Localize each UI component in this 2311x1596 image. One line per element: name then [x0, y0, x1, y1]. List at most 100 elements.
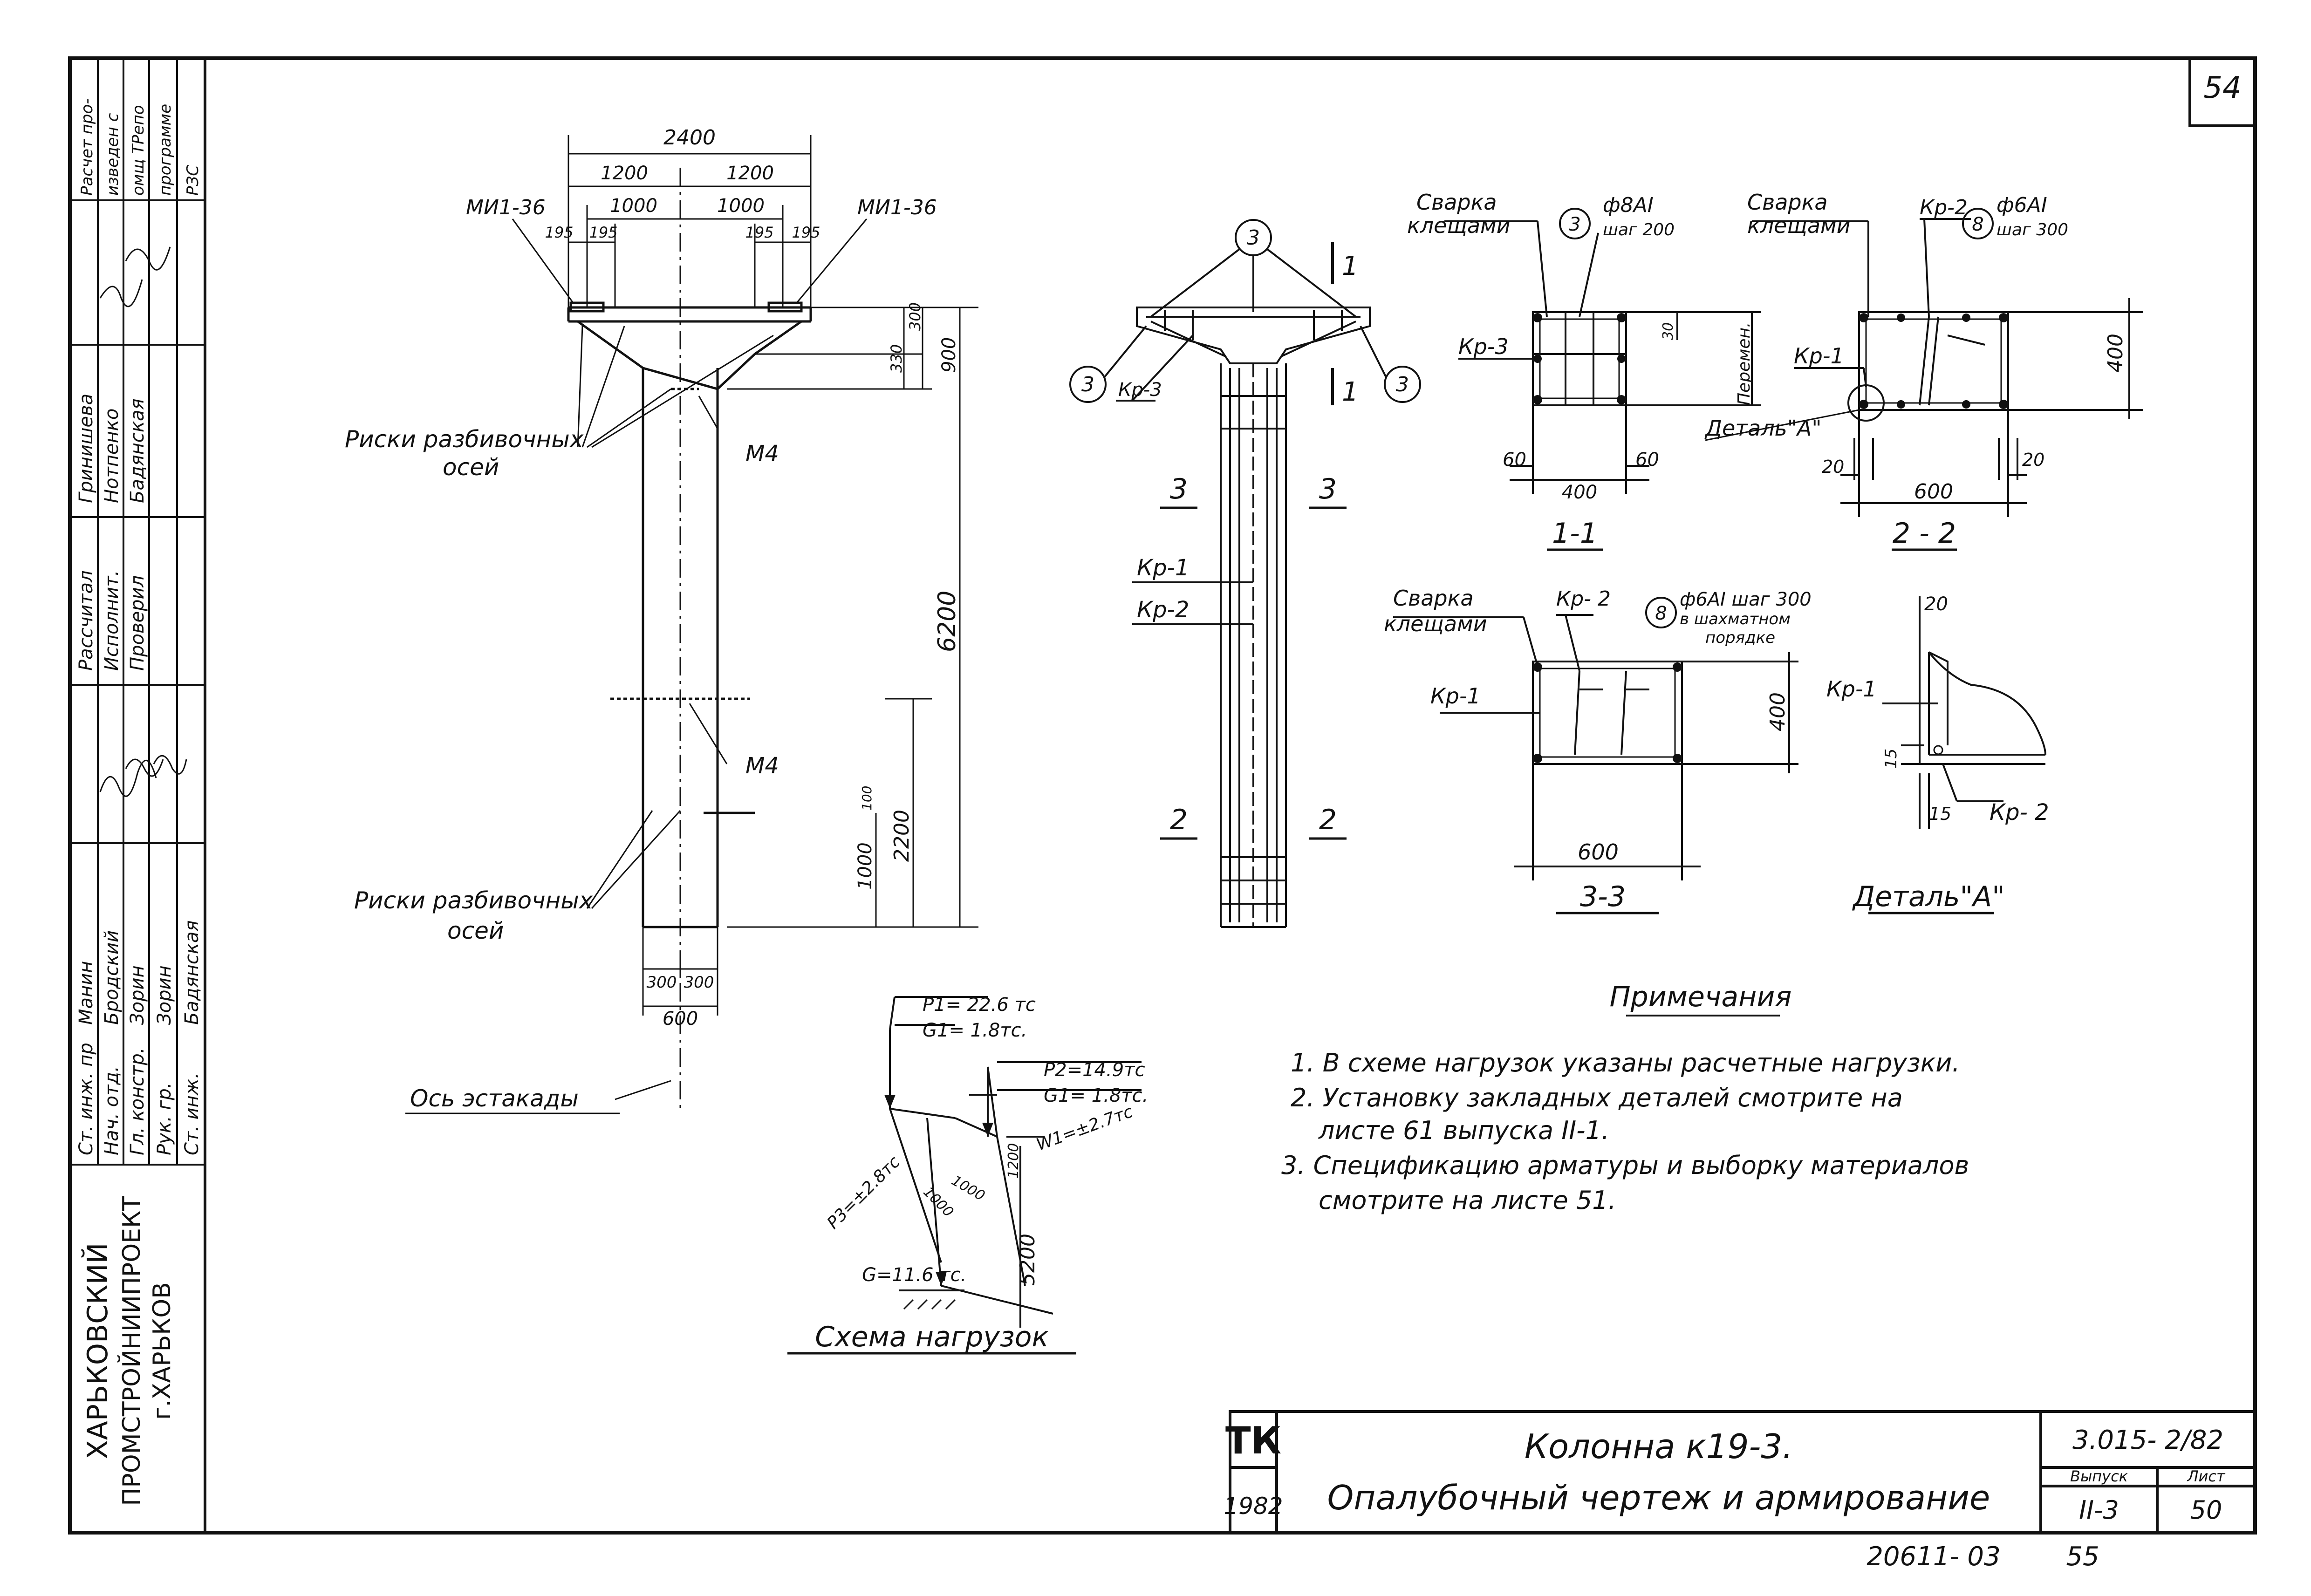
stamp-note-2: изведен с [103, 113, 122, 196]
ls-g1b: G1= 1.8тс. [1044, 1085, 1148, 1106]
ls-p2: P2=14.9тс [1044, 1059, 1145, 1081]
title-block [1229, 1410, 2256, 1534]
outer-frame [68, 56, 2257, 1535]
dim-195-b: 195 [589, 224, 617, 241]
dim-1000-v: 1000 [855, 842, 876, 890]
bottom-number: 20611- 03 [1867, 1541, 2000, 1572]
s22-dim-20r: 20 [2022, 450, 2044, 470]
elevation-outline [567, 301, 812, 928]
s11-weld: Сварка [1416, 190, 1497, 215]
s11-weld2: клещами [1407, 213, 1511, 238]
dim-900: 900 [938, 337, 960, 373]
stamp-role2-1: Рассчитал [75, 570, 97, 671]
s22-title: 2 - 2 [1893, 517, 1956, 550]
s11-dim-30: 30 [1660, 322, 1676, 340]
da-dim-20: 20 [1924, 593, 1948, 615]
load-arrows [884, 1095, 993, 1286]
load-hatch [903, 1299, 956, 1310]
stamp-name-2: Бродский [101, 930, 123, 1025]
ls-g1a: G1= 1.8тс. [923, 1020, 1027, 1041]
org-line2: ПРОМСТРОЙНИИПРОЕКТ [117, 1196, 146, 1506]
bottom-page: 55 [2066, 1541, 2099, 1572]
s22-dim-600: 600 [1914, 480, 1953, 504]
label-risk-2: Риски разбивочных [354, 887, 593, 914]
title-sheet-no: 50 [2190, 1495, 2222, 1525]
ls-title: Схема нагрузок [815, 1321, 1048, 1353]
rebar-view [1069, 219, 1421, 928]
s11-bar: ф8АI [1603, 193, 1654, 217]
dim-1200-right: 1200 [726, 163, 774, 184]
stamp-name-4: Зорин [154, 965, 175, 1025]
s11-var: Перемен. [1735, 322, 1754, 405]
section-1-top: 1 [1342, 251, 1359, 281]
dim-100: 100 [859, 786, 875, 811]
label-kr1: Кр-1 [1137, 555, 1189, 581]
section-3-right: 3 [1319, 473, 1337, 505]
note-2: 2. Установку закладных деталей смотрите … [1291, 1083, 1903, 1112]
dim-195-c: 195 [745, 224, 773, 241]
label-kr2: Кр-2 [1137, 597, 1189, 623]
stamp-note-3: омщ ТРепо [129, 105, 148, 196]
stamp-role2-3: Проверил [127, 575, 148, 671]
dim-6200: 6200 [933, 591, 961, 652]
s33-weld2: клещами [1384, 611, 1487, 636]
section-1-1 [1444, 208, 1761, 551]
section-2-2-dots [1859, 313, 2008, 409]
section-2-left: 2 [1170, 804, 1188, 836]
circle-3-right: 3 [1396, 373, 1409, 396]
detail-a [1868, 596, 2046, 914]
label-m4-1: М4 [745, 441, 779, 467]
da-dim-15v: 15 [1882, 749, 1901, 769]
dim-2400: 2400 [663, 126, 716, 150]
s11-title: 1-1 [1552, 517, 1598, 550]
s22-detail-leader [1705, 409, 1860, 441]
s33-dim-600: 600 [1578, 839, 1619, 865]
stamp-roles-block: Ст. инж. пр Нач. отд. Гл. констр. Рук. г… [75, 98, 203, 1155]
s11-circle: 3 [1569, 214, 1580, 235]
s22-dim-20l: 20 [1822, 457, 1844, 477]
s22-kr2: Кр-2 [1920, 196, 1968, 219]
s33-title: 3-3 [1580, 880, 1626, 913]
s33-circle: 8 [1655, 603, 1667, 624]
stamp-name-5: Бадянская [181, 920, 203, 1025]
stamp-name2-3: Бадянская [127, 398, 148, 503]
stamp-role-4: Рук. гр. [154, 1082, 175, 1155]
s33-kr1: Кр-1 [1430, 683, 1481, 709]
note-2b: листе 61 выпуска II-1. [1318, 1116, 1609, 1145]
label-risk-2b: осей [447, 917, 504, 944]
title-issue-label: Выпуск [2070, 1467, 2128, 1485]
circle-3-left: 3 [1081, 373, 1094, 396]
stamp-note-1: Расчет про- [78, 98, 96, 196]
circle-3-top: 3 [1247, 226, 1260, 250]
dim-330: 330 [888, 344, 905, 373]
da-kr2: Кр- 2 [1990, 799, 2049, 825]
title-sheet-label: Лист [2187, 1467, 2225, 1485]
label-kr3: Кр-3 [1118, 379, 1162, 401]
dim-300-b: 300 [684, 973, 714, 992]
dim-1000-right: 1000 [717, 195, 765, 217]
leader-lines-elev [512, 218, 868, 1100]
section-1-1-dots [1533, 313, 1626, 404]
s11-dim-60r: 60 [1635, 449, 1659, 471]
dim-300: 300 [906, 302, 924, 331]
org-line1: ХАРЬКОВСКИЙ [81, 1243, 114, 1460]
left-stamp-grid [70, 58, 205, 1166]
dim-300-a: 300 [647, 973, 677, 992]
section-2-2 [1752, 208, 2143, 551]
note-3b: смотрите на листе 51. [1319, 1186, 1616, 1215]
s22-step: шаг 300 [1996, 220, 2068, 239]
s33-pattern2: порядке [1705, 628, 1775, 647]
s11-kr3: Кр-3 [1458, 334, 1509, 359]
elevation-dimensions [567, 135, 978, 1016]
label-axis: Ось эстакады [410, 1085, 579, 1112]
ls-d1000b: 1000 [949, 1173, 988, 1204]
page-number-box [2188, 57, 2256, 127]
signature-marks [99, 246, 187, 797]
s11-dim-60l: 60 [1503, 449, 1526, 471]
da-title: Деталь"А" [1852, 880, 2004, 913]
s22-weld2: клещами [1747, 213, 1851, 238]
load-scheme [787, 996, 1142, 1355]
title-series: 3.015- 2/82 [2072, 1425, 2223, 1455]
page-number: 54 [2203, 71, 2241, 105]
detail-a-bar-dot [1933, 745, 1943, 755]
